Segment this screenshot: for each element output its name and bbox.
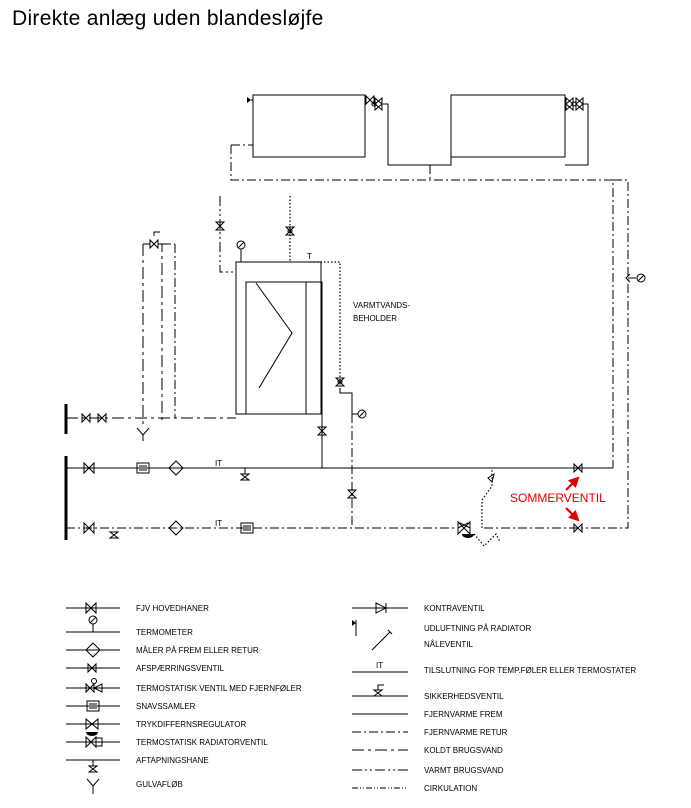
check-valve-icon	[97, 412, 107, 424]
tank-label: VARMTVANDS-	[353, 301, 410, 310]
main-valve-icon	[83, 461, 95, 475]
strainer-icon	[240, 522, 254, 534]
legend-label: TILSLUTNING FOR TEMP.FØLER ELLER TERMOST…	[424, 666, 636, 675]
legend-right: IT KONTRAVENTIL UDLUFTNING PÅ RADIATOR N…	[352, 602, 636, 793]
pressure-regulator-icon	[66, 717, 120, 736]
strainer-icon	[136, 462, 150, 474]
legend-label: CIRKULATION	[424, 784, 477, 793]
thermostatic-valve-icon	[66, 678, 120, 694]
legend-label: SNAVSSAMLER	[136, 702, 196, 711]
shutoff-valve-icon	[214, 221, 226, 231]
needle-valve-icon	[371, 629, 393, 651]
safety-valve-icon	[149, 231, 160, 250]
cold-water-pipe	[143, 243, 163, 420]
strainer-icon	[66, 700, 120, 712]
legend-label: VARMT BRUGSVAND	[424, 766, 504, 775]
page-title: Direkte anlæg uden blandesløjfe	[12, 7, 324, 30]
legend-label: TERMOSTATISK VENTIL MED FJERNFØLER	[136, 684, 302, 693]
check-valve-icon	[352, 602, 408, 614]
meter-icon	[168, 520, 184, 536]
legend-label: FJV HOVEDHANER	[136, 604, 209, 613]
sensor-marker: T	[307, 252, 312, 261]
legend-label: MÅLER PÅ FREM ELLER RETUR	[136, 646, 259, 655]
legend-label: TRYKDIFFERNSREGULATOR	[136, 720, 246, 729]
legend-label: UDLUFTNING PÅ RADIATOR	[424, 624, 531, 633]
check-valve-icon	[573, 522, 583, 534]
floor-drain-icon	[136, 427, 150, 441]
circulation-pipe	[310, 261, 341, 383]
thermometer-icon	[236, 240, 246, 262]
drain-cock-icon	[66, 759, 120, 773]
shutoff-valve-icon	[66, 662, 120, 674]
supply-pipe	[306, 281, 323, 468]
drain-cock-icon	[239, 468, 251, 481]
radiator-valve-icon	[565, 96, 584, 112]
main-valve-icon	[83, 521, 95, 535]
main-valve-icon	[66, 601, 120, 615]
check-valve-icon	[625, 273, 631, 283]
main-valve-icon	[81, 412, 91, 424]
legend-label: AFTAPNINGSHANE	[136, 756, 209, 765]
sensor-marker: IT	[215, 519, 222, 528]
return-riser	[585, 179, 629, 529]
sensor-connection-icon: IT	[352, 661, 408, 673]
floor-drain-icon	[86, 778, 100, 794]
legend-label: FJERNVARME FREM	[424, 710, 503, 719]
legend-label: NÅLEVENTIL	[424, 640, 473, 649]
thermometer-icon	[352, 409, 367, 419]
legend-label: AFSPÆRRINGSVENTIL	[136, 664, 225, 673]
thermostatic-valve-icon	[284, 226, 296, 236]
radiator-valve-icon	[66, 735, 120, 749]
legend-label: TERMOMETER	[136, 628, 193, 637]
legend-label: FJERNVARME RETUR	[424, 728, 508, 737]
shutoff-valve-icon	[316, 426, 328, 436]
hot-water-pipe	[219, 196, 236, 273]
hot-water-tank	[235, 261, 322, 415]
sensor-line	[339, 388, 353, 414]
svg-text:IT: IT	[376, 661, 383, 670]
drain-cock-icon	[108, 531, 120, 539]
sensor-marker: IT	[215, 459, 222, 468]
legend-left: FJV HOVEDHANER TERMOMETER MÅLER PÅ FREM …	[66, 601, 302, 794]
radiator-vent-icon	[352, 620, 357, 636]
legend-label: SIKKERHEDSVENTIL	[424, 692, 504, 701]
legend-label: TERMOSTATISK RADIATORVENTIL	[136, 738, 268, 747]
thermometer-icon	[628, 273, 646, 283]
thermometer-icon	[66, 615, 120, 633]
radiator-left	[247, 94, 366, 158]
thermostatic-valve-icon	[334, 377, 346, 387]
radiator-right	[450, 94, 566, 158]
radiator-valve-icon	[365, 94, 383, 112]
radiator-supply-pipes	[230, 103, 614, 468]
check-valve-icon	[573, 462, 583, 474]
pressure-regulator-icon	[457, 520, 474, 538]
legend-label: KOLDT BRUGSVAND	[424, 746, 503, 755]
legend-label: KONTRAVENTIL	[424, 604, 485, 613]
summer-valve-label: SOMMERVENTIL	[510, 491, 606, 505]
tank-label: BEHOLDER	[353, 314, 397, 323]
meter-icon	[66, 642, 120, 658]
impulse-line	[481, 468, 493, 528]
shutoff-valve-icon	[346, 489, 358, 499]
meter-icon	[168, 460, 184, 476]
legend-label: GULVAFLØB	[136, 780, 183, 789]
safety-valve-icon	[352, 684, 408, 697]
